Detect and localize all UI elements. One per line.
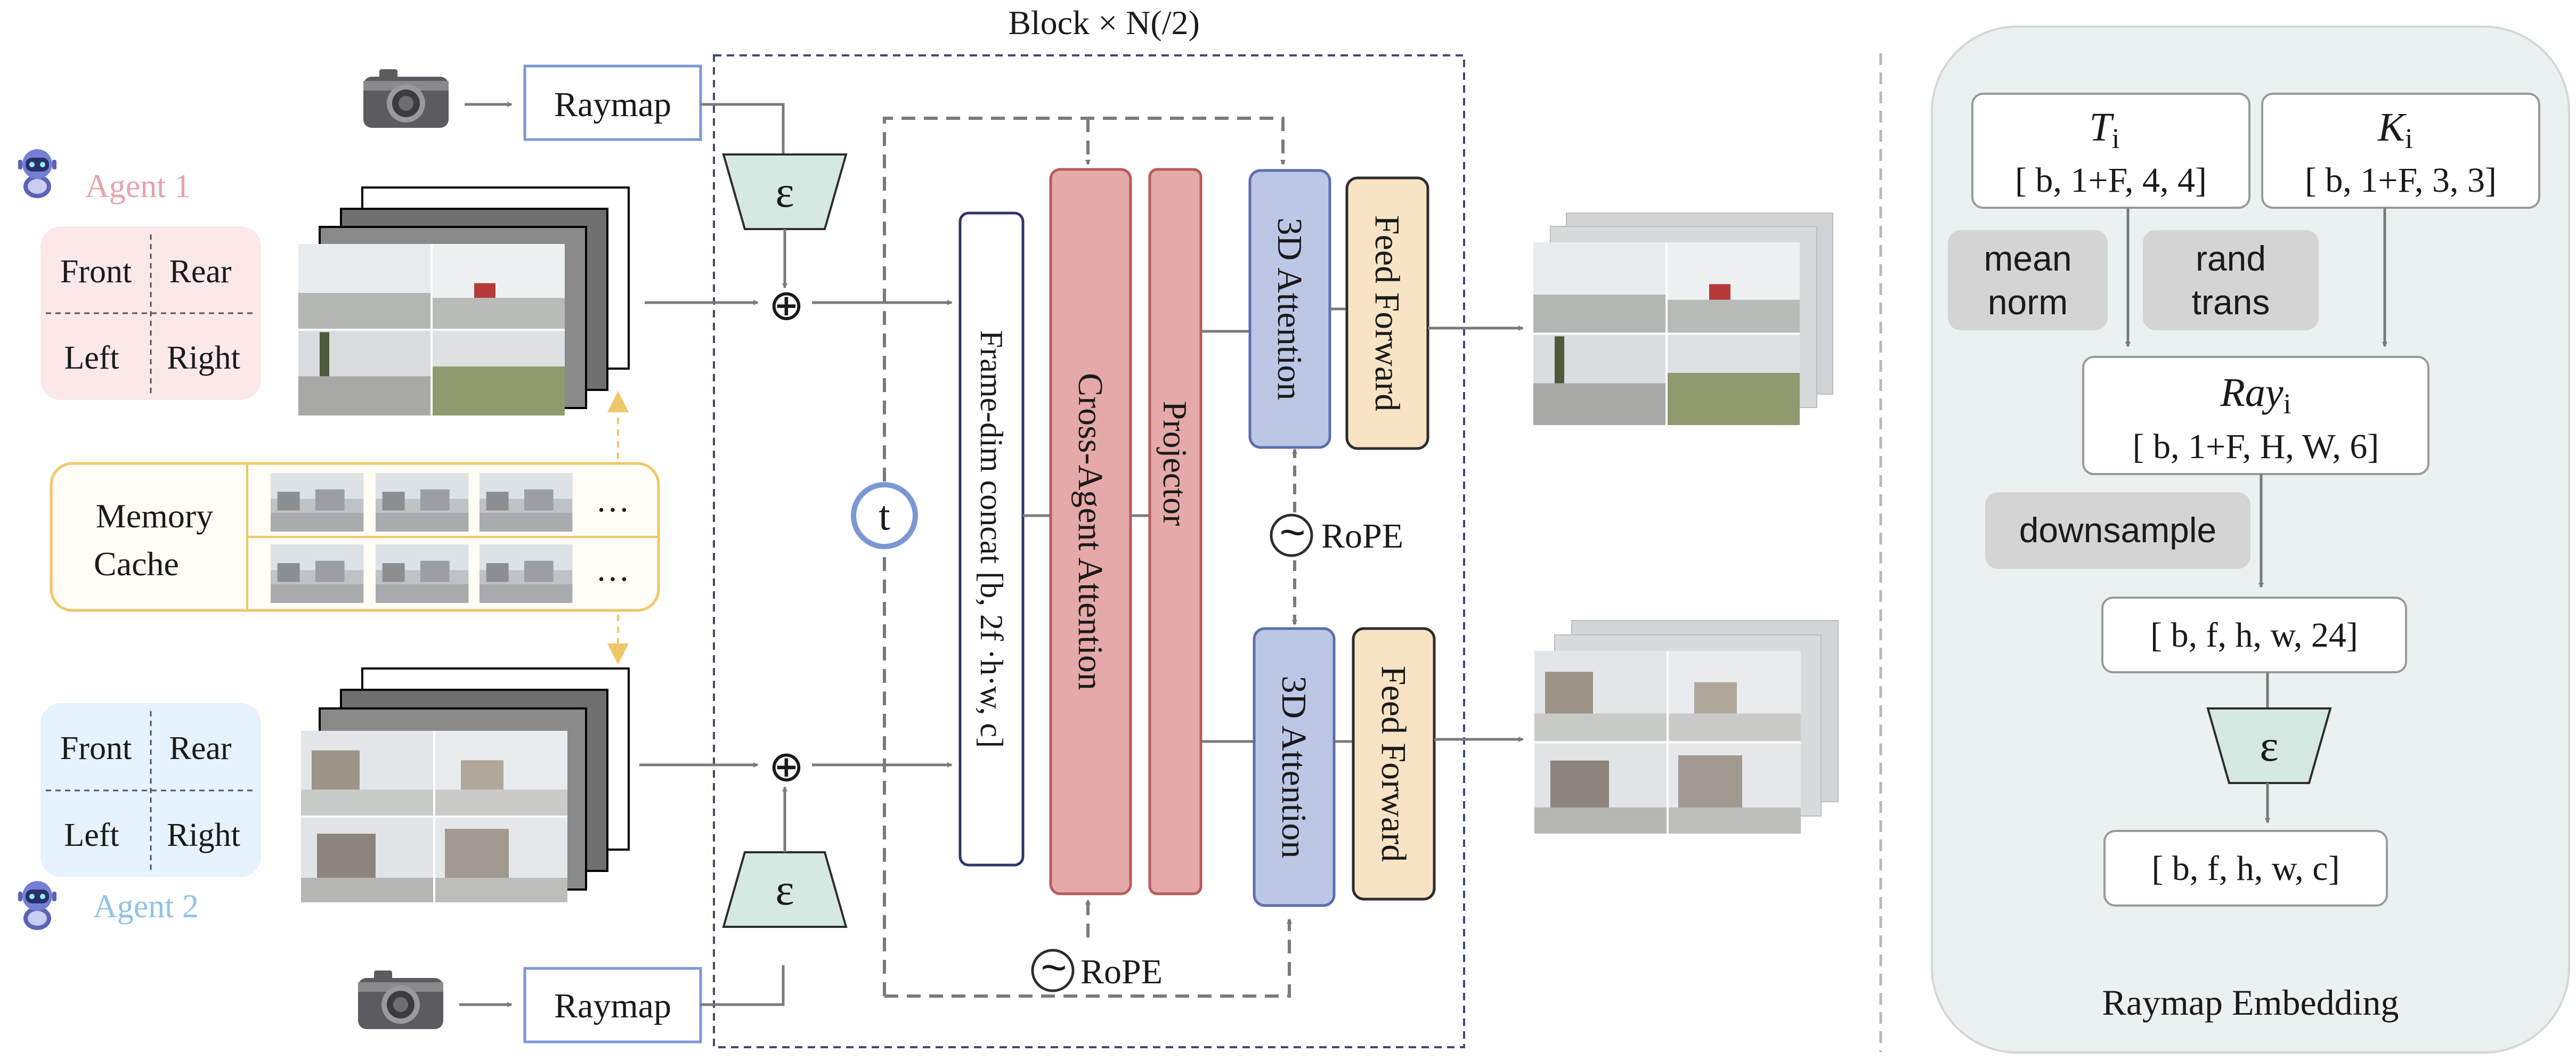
encoder-2: ε [722, 851, 848, 928]
rope-bottom-icon: ~ [1041, 942, 1067, 992]
agent-1-robot-icon [18, 149, 56, 198]
encoder-2-symbol: ε [775, 865, 794, 915]
agent-2-robot-icon [18, 881, 56, 930]
memory-thumb-3 [480, 472, 573, 532]
t-matrix-shape: [ b, 1+F, 4, 4] [2015, 161, 2207, 200]
agent-1-output-stack [1532, 213, 1833, 426]
ray-symbol: Rayi [2220, 370, 2291, 420]
feed-forward-bottom-label: Feed Forward [1374, 666, 1413, 862]
latent-shape-label: [ b, f, h, w, 24] [2150, 616, 2358, 655]
raymap-embedding-title: Raymap Embedding [2102, 982, 2399, 1023]
timestep-path [883, 117, 1286, 996]
raymap-1-box [523, 64, 702, 141]
agent-2-label: Agent 2 [93, 888, 199, 925]
agent-1-rear-label: Rear [169, 254, 231, 290]
projector-block: Projector [1148, 168, 1202, 895]
k-matrix-shape: [ b, 1+F, 3, 3] [2305, 161, 2497, 200]
agent-2-left-label: Left [64, 817, 119, 853]
encoder-1-symbol: ε [775, 167, 794, 217]
add-node-1: ⊕ [768, 281, 804, 329]
projector-label: Projector [1156, 401, 1194, 526]
agent-2-input-stack [300, 667, 630, 903]
agent-2-output-image [1533, 650, 1802, 835]
panel-encoder-symbol: ε [2260, 721, 2278, 771]
cross-agent-attention-label: Cross-Agent Attention [1071, 373, 1110, 690]
feed-forward-top: Feed Forward [1345, 176, 1429, 450]
rand-trans-line-2: trans [2192, 282, 2270, 322]
encoder-1: ε [722, 153, 848, 230]
memory-thumb-5 [376, 544, 469, 603]
memory-cache-label-1: Memory [96, 497, 213, 535]
add-node-2: ⊕ [768, 743, 804, 790]
frame-concat-block: Frame-dim concat [b, 2f ·h·w, c] [958, 211, 1025, 867]
feed-forward-bottom: Feed Forward [1352, 627, 1436, 901]
rand-trans-tag [2143, 230, 2319, 330]
t-matrix-symbol: Ti [2089, 105, 2119, 154]
camera-2-icon [358, 971, 443, 1029]
agent-2-view-grid: Front Rear Left Right [40, 703, 261, 877]
ray-shape: [ b, 1+F, H, W, 6] [2133, 427, 2379, 466]
attention-3d-bottom: 3D Attention [1253, 627, 1336, 907]
k-matrix-symbol: Ki [2377, 105, 2413, 154]
memory-thumb-6 [480, 544, 573, 603]
agent-2-output-stack [1533, 620, 1839, 835]
cross-agent-attention-block: Cross-Agent Attention [1049, 168, 1132, 895]
memory-ellipsis-1: … [596, 481, 630, 519]
agent-2-right-label: Right [167, 817, 240, 853]
agent-2-rear-label: Rear [169, 730, 231, 767]
block-frame [713, 54, 1465, 1048]
memory-thumb-2 [376, 472, 469, 532]
mean-norm-tag [1948, 230, 2108, 330]
camera-1-icon [363, 69, 449, 128]
agent-1-view-grid: Front Rear Left Right [40, 226, 261, 400]
attention-3d-top: 3D Attention [1248, 169, 1331, 449]
agent-1-front-label: Front [60, 254, 132, 290]
agent-1-input-image [297, 243, 566, 417]
downsample-label: downsample [2019, 510, 2217, 550]
memory-cache-label-2: Cache [94, 545, 179, 583]
raymap-2-label: Raymap [554, 986, 671, 1025]
attention-3d-bottom-label: 3D Attention [1274, 676, 1313, 859]
agent-1-right-label: Right [167, 340, 240, 376]
agent-2-input-image [300, 730, 568, 903]
timestep-node: t [851, 482, 918, 549]
attention-3d-top-label: 3D Attention [1270, 218, 1309, 401]
agent-1-label: Agent 1 [85, 168, 191, 205]
agent-1-input-stack [297, 186, 630, 417]
rope-bottom-label: RoPE [1080, 952, 1163, 991]
output-shape-label: [ b, f, h, w, c] [2151, 849, 2339, 888]
rand-trans-line-1: rand [2196, 239, 2266, 278]
downsample-tag [1985, 492, 2250, 569]
block-title: Block × N(/2) [1008, 4, 1200, 42]
latent-shape-box [2101, 597, 2407, 673]
ray-box [2082, 356, 2429, 475]
frame-concat-label: Frame-dim concat [b, 2f ·h·w, c] [974, 330, 1009, 748]
feed-forward-top-label: Feed Forward [1368, 215, 1407, 411]
mean-norm-line-2: norm [1988, 282, 2068, 322]
memory-ellipsis-2: … [596, 550, 630, 588]
output-shape-box [2103, 830, 2388, 907]
panel-encoder [2206, 707, 2332, 784]
agent-1-output-image [1532, 241, 1801, 426]
raymap-embedding-panel: Raymap Embedding Ti [ b, 1+F, 4, 4] Ki [… [1931, 26, 2570, 1054]
mean-norm-line-1: mean [1984, 239, 2071, 278]
memory-cache: Memory Cache … … [50, 462, 660, 612]
agent-1-left-label: Left [64, 340, 119, 376]
memory-thumb-1 [271, 472, 364, 532]
t-matrix-box [1971, 93, 2250, 209]
raymap-1-label: Raymap [554, 85, 671, 124]
timestep-symbol: t [879, 492, 890, 539]
rope-middle-label: RoPE [1321, 517, 1403, 556]
raymap-2-box [523, 967, 702, 1043]
memory-thumb-4 [271, 544, 364, 603]
agent-2-front-label: Front [60, 730, 132, 767]
k-matrix-box [2261, 93, 2540, 209]
